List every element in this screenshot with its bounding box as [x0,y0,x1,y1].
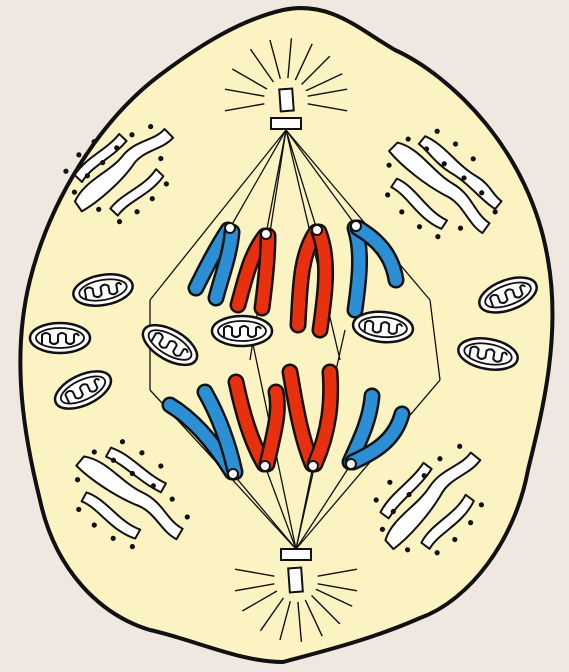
centriole-horizontal-top [271,118,301,129]
chromatid-red-upper-2 [262,236,268,308]
mitochondrion [30,323,90,353]
centriole-vertical-bottom [288,568,303,593]
centriole-vertical-top [279,89,294,112]
mitochondrion [212,316,272,346]
centriole-horizontal-bottom [281,549,311,560]
chromatid-blue-upper-right [355,228,360,310]
chromatid-red-upper-4 [319,232,326,330]
